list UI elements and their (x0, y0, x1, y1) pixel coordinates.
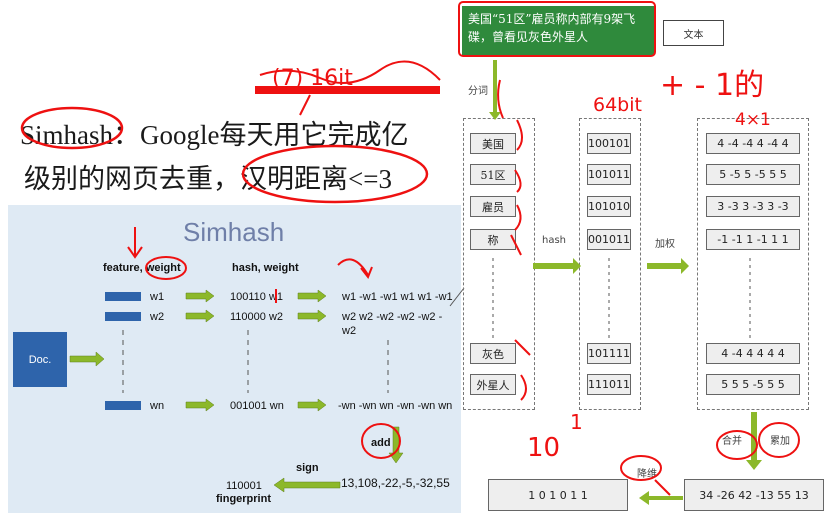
row1-output: w1 -w1 -w1 w1 w1 -w1 (342, 291, 453, 303)
hash-cell: 100101 (587, 133, 631, 154)
feature-bar-2 (105, 312, 141, 321)
text-label-box: 文本 (663, 20, 724, 46)
final-fingerprint-box: 1 0 1 0 1 1 (488, 479, 628, 511)
sign-label: sign (296, 462, 319, 474)
hash-cell: 101011 (587, 164, 631, 185)
sum-vector-box: 34 -26 42 -13 55 13 (684, 479, 824, 511)
rown-output: -wn -wn wn -wn -wn wn (338, 400, 453, 412)
slide-title: Simhash (183, 217, 285, 247)
row2-output: w2 w2 -w2 -w2 -w2 - (342, 311, 443, 323)
word-cell: 灰色 (470, 343, 516, 364)
title-line-2: 级别的网页去重，汉明距离<=3 (24, 157, 392, 196)
reduce-dim-label: 降维 (637, 469, 657, 480)
one-annotation: 1 (570, 410, 583, 434)
add-label: add (371, 437, 391, 449)
weighted-cell: 5 5 5 -5 5 5 (706, 374, 800, 395)
hash-column (579, 118, 641, 410)
weighted-cell: 4 -4 4 4 4 4 (706, 343, 800, 364)
fingerprint-value: 110001 (226, 480, 262, 492)
row1-weight: w1 (150, 291, 165, 303)
bits-annotation: 64bit (593, 94, 642, 116)
divider-line (449, 287, 465, 307)
weighting-label: 加权 (655, 239, 675, 250)
word-cell: 称 (470, 229, 516, 250)
weighted-column (697, 118, 809, 410)
rown-weight: wn (150, 400, 165, 412)
sum-values: 13,108,-22,-5,-32,55 (341, 476, 450, 490)
word-cell: 外星人 (470, 374, 516, 395)
weight-header-label: weight (145, 262, 181, 274)
hash-cell: 101111 (587, 343, 631, 364)
hash-cell: 001011 (587, 229, 631, 250)
ten-annotation: 10 (527, 433, 561, 463)
segmentation-label: 分词 (468, 86, 488, 97)
right-arrows (458, 1, 800, 505)
row1-hash: 100110 w1 (230, 291, 284, 303)
title-line2-text: 级别的网页去重， (24, 164, 240, 194)
row2-hash: 110000 w2 (230, 311, 284, 323)
handwritten-scribble: (7) 16it (272, 66, 353, 91)
accumulate-label: 累加 (770, 436, 790, 447)
fingerprint-label: fingerprint (216, 493, 271, 505)
title-line1-rest: ：Google每天用它完成亿 (113, 120, 409, 150)
hash-cell: 111011 (587, 374, 631, 395)
dims-annotation: 4×1 (735, 110, 771, 130)
hash-weight-header: hash, weight (232, 262, 299, 274)
hamming-distance-text: 汉明距离<=3 (240, 164, 392, 194)
weighted-cell: 5 -5 5 -5 5 5 (706, 164, 800, 185)
plus-minus-annotation: + - 1的 (660, 68, 765, 103)
weighted-cell: -1 -1 1 -1 1 1 (706, 229, 800, 250)
row2-output-cont: w2 (342, 325, 357, 337)
feature-header-label: feature, (103, 262, 143, 274)
doc-box: Doc. (13, 332, 67, 387)
source-text-box: 美国“51区”雇员称内部有9架飞碟，曾看见灰色外星人 (462, 6, 654, 56)
slide-arrows (69, 227, 404, 493)
feature-bar-1 (105, 292, 141, 301)
row2-weight: w2 (150, 311, 165, 323)
hash-step-label: hash (542, 235, 567, 246)
title-line-1: Simhash：Google每天用它完成亿 (20, 113, 409, 152)
word-cell: 美国 (470, 133, 516, 154)
simhash-slide: Simhash feature, weight hash, weight Doc… (8, 205, 461, 513)
feature-bar-n (105, 401, 141, 410)
weighted-cell: 3 -3 3 -3 3 -3 (706, 196, 800, 217)
doc-label: Doc. (28, 353, 52, 366)
title-annotations (20, 60, 441, 204)
rown-hash: 001001 wn (230, 400, 284, 412)
word-cell: 雇员 (470, 196, 516, 217)
word-cell: 51区 (470, 164, 516, 185)
weighted-cell: 4 -4 -4 4 -4 4 (706, 133, 800, 154)
feature-header: feature, weight (103, 262, 181, 274)
hash-cell: 101010 (587, 196, 631, 217)
merge-label: 合并 (722, 436, 742, 447)
